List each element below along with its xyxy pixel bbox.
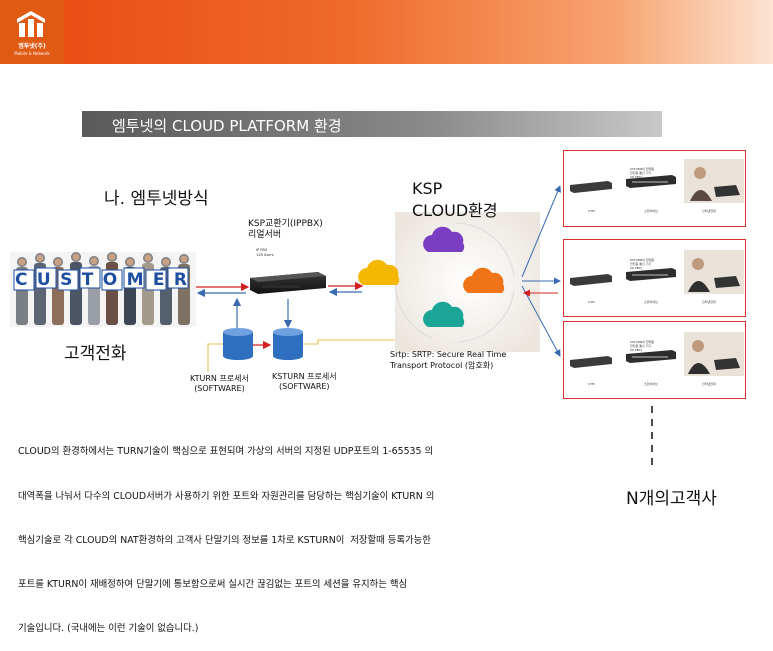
site-1-note: KSTURN이 탑재된 전전용 통신 기기 (IP-PBX) xyxy=(630,167,654,179)
srtp-line-2: Transport Protocol (암호화) xyxy=(390,361,494,370)
site-2-note: KSTURN이 탑재된 전전용 통신 기기 (IP-PBX) xyxy=(630,258,654,270)
pbx-spec-line-1: IP PBX xyxy=(256,248,268,252)
customer-site-2: KSTURN이 탑재된 전전용 통신 기기 (IP-PBX) UTM 스위치허브… xyxy=(563,239,746,317)
ippbx-server-icon xyxy=(250,272,326,294)
site-1-phone-caption: 인터넷전화 xyxy=(702,209,716,213)
ksturn-label-line-1: KSTURN 프로세서 xyxy=(272,372,337,381)
site-3-note: KSTURN이 탑재된 전전용 통신 기기 (IP-PBX) xyxy=(630,340,654,352)
site-1-utm-caption: UTM xyxy=(588,209,595,213)
kturn-label-line-2: (SOFTWARE) xyxy=(194,384,245,393)
srtp-line-1: Srtp: SRTP: Secure Real Time xyxy=(390,350,507,359)
site-1-note-line-2: 전전용 통신 기기 xyxy=(630,171,652,175)
site-1-equipment-image xyxy=(570,159,744,203)
ksturn-label: KSTURN 프로세서 (SOFTWARE) xyxy=(272,372,337,392)
description-line-1: CLOUD의 환경하에서는 TURN기술이 핵심으로 표현되며 가상의 서버의 … xyxy=(18,446,434,458)
site-3-note-line-2: 전전용 통신 기기 xyxy=(630,344,652,348)
customer-crowd-image: CUSTOMER xyxy=(10,252,196,327)
site-2-phone-caption: 인터넷전화 xyxy=(702,300,716,304)
section-title: 나. 엠투넷방식 xyxy=(104,189,209,209)
ksp-cloud-label: KSP CLOUD환경 xyxy=(412,178,498,222)
orange-cloud-icon xyxy=(463,267,505,293)
pbx-label-line-1: KSP교환기(IPPBX) xyxy=(248,219,323,229)
site-2-note-line-2: 전전용 통신 기기 xyxy=(630,262,652,266)
customer-site-3: KSTURN이 탑재된 전전용 통신 기기 (IP-PBX) UTM 스위치허브… xyxy=(563,321,746,399)
arrow-cloud-to-site-3 xyxy=(521,285,561,357)
pbx-label: KSP교환기(IPPBX) 리얼서버 xyxy=(248,219,323,241)
ksturn-label-line-2: (SOFTWARE) xyxy=(279,382,330,391)
teal-cloud-icon xyxy=(423,301,465,327)
site-3-switch-caption: 스위치허브 xyxy=(644,382,658,386)
customer-site-1: KSTURN이 탑재된 전전용 통신 기기 (IP-PBX) UTM 스위치허브… xyxy=(563,150,746,227)
site-3-phone-caption: 인터넷전화 xyxy=(702,382,716,386)
header-band xyxy=(0,0,773,64)
description-line-5: 기술입니다. (국내에는 이런 기술이 없습니다.) xyxy=(18,622,199,634)
logo-tagline: Mobile & Network xyxy=(14,51,50,56)
description-line-4: 포트를 KTURN이 재배정하여 단말기에 통보함으로써 실시간 끊김없는 포트… xyxy=(18,578,408,590)
n-customers-label: N개의고객사 xyxy=(626,489,717,509)
network-diagram: CUSTOMER xyxy=(10,185,653,468)
ksp-label-line-1: KSP xyxy=(412,179,443,198)
description-paragraph: CLOUD의 환경하에서는 TURN기술이 핵심으로 표현되며 가상의 서버의 … xyxy=(18,416,434,651)
purple-cloud-icon xyxy=(423,226,465,252)
pbx-label-line-2: 리얼서버 xyxy=(248,230,282,240)
kturn-database-icon xyxy=(223,328,253,360)
site-3-note-line-3: (IP-PBX) xyxy=(630,348,642,352)
site-1-switch-caption: 스위치허브 xyxy=(644,209,658,213)
site-2-note-line-3: (IP-PBX) xyxy=(630,266,642,270)
site-3-note-line-1: KSTURN이 탑재된 xyxy=(630,340,655,344)
site-2-note-line-1: KSTURN이 탑재된 xyxy=(630,258,655,262)
company-logo[interactable]: 엠투넷(주) Mobile & Network xyxy=(0,0,64,64)
site-1-note-line-3: (IP-PBX) xyxy=(630,175,642,179)
title-bar: 엠투넷의 CLOUD PLATFORM 환경 xyxy=(82,111,662,137)
description-line-2: 대역폭을 나눠서 다수의 CLOUD서버가 사용하기 위한 포트와 자원관리를 … xyxy=(18,490,435,502)
description-line-3: 핵심기술로 각 CLOUD의 NAT환경하의 고객사 단말기의 정보를 1차로 … xyxy=(18,534,431,546)
srtp-label: Srtp: SRTP: Secure Real Time Transport P… xyxy=(390,349,506,371)
ksp-label-line-2: CLOUD환경 xyxy=(412,201,498,220)
site-3-equipment-image xyxy=(570,332,744,376)
site-2-equipment-image xyxy=(570,250,744,294)
site-1-note-line-1: KSTURN이 탑재된 xyxy=(630,167,655,171)
logo-mark-icon xyxy=(17,11,45,37)
pbx-spec-line-2: 128 Users xyxy=(256,253,274,257)
site-3-utm-caption: UTM xyxy=(588,382,595,386)
kturn-label-line-1: KTURN 프로세서 xyxy=(190,374,249,383)
site-2-utm-caption: UTM xyxy=(588,300,595,304)
kturn-label: KTURN 프로세서 (SOFTWARE) xyxy=(190,374,249,394)
pbx-spec-label: IP PBX 128 Users xyxy=(256,248,274,258)
yellow-cloud-icon xyxy=(358,259,400,285)
page-title: 엠투넷의 CLOUD PLATFORM 환경 xyxy=(112,117,342,135)
arrow-cloud-to-site-1 xyxy=(521,185,561,278)
ksturn-database-icon xyxy=(273,328,303,360)
customer-phone-label: 고객전화 xyxy=(64,344,127,364)
logo-name: 엠투넷(주) xyxy=(18,43,46,50)
site-2-switch-caption: 스위치허브 xyxy=(644,300,658,304)
